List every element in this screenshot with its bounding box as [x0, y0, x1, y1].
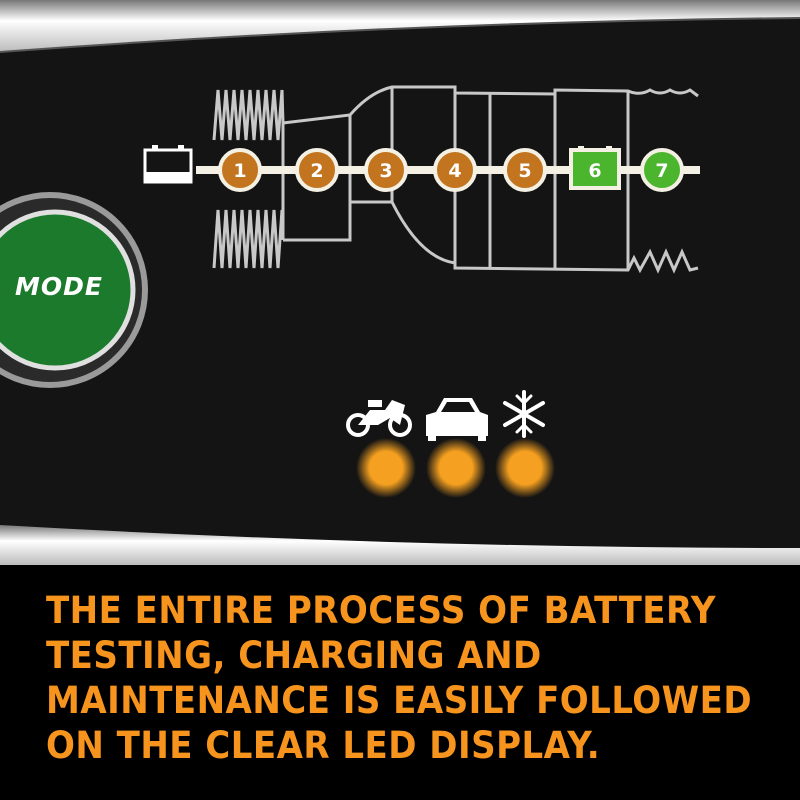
caption-line: THE ENTIRE PROCESS OF BATTERY: [46, 589, 716, 632]
led-cold: [495, 438, 555, 498]
step-6-indicator: 6: [569, 146, 621, 190]
caption-line: TESTING, CHARGING AND: [46, 634, 542, 677]
caption-line: ON THE CLEAR LED DISPLAY.: [46, 724, 601, 767]
chrome-top-edge: [0, 0, 800, 52]
charger-display-graphic: 1 2 3 4 5 6 7: [0, 0, 800, 565]
car-icon: [426, 398, 488, 441]
step-number: 3: [379, 160, 392, 182]
led-car: [426, 438, 486, 498]
step-1-indicator: 1: [218, 148, 262, 192]
charge-curve-outline: [212, 85, 699, 274]
step-3-indicator: 3: [364, 148, 408, 192]
step-2-indicator: 2: [295, 148, 339, 192]
mode-button[interactable]: [0, 209, 136, 371]
step-number: 6: [588, 160, 601, 182]
step-4-indicator: 4: [433, 148, 477, 192]
step-number: 2: [310, 160, 323, 182]
step-number: 5: [518, 160, 531, 182]
step-circle: [218, 148, 262, 192]
chrome-bottom-edge: [0, 525, 800, 565]
step-circle: [364, 148, 408, 192]
mode-leds: [356, 438, 555, 498]
mode-button-label[interactable]: MODE: [15, 272, 103, 301]
motorcycle-icon: [346, 400, 412, 437]
snowflake-icon: [503, 390, 545, 438]
step-circle: [640, 148, 684, 192]
step-5-indicator: 5: [503, 148, 547, 192]
step-number: 7: [655, 160, 668, 182]
battery-step-shape: [569, 148, 621, 190]
step-circle: [503, 148, 547, 192]
step-number: 1: [233, 160, 246, 182]
charger-panel: 1 2 3 4 5 6 7 MODE: [0, 0, 800, 565]
caption: THE ENTIRE PROCESS OF BATTERY TESTING, C…: [46, 588, 753, 768]
caption-line: MAINTENANCE IS EASILY FOLLOWED: [46, 679, 753, 722]
step-number: 4: [448, 160, 461, 182]
step-circle: [433, 148, 477, 192]
step-circle: [295, 148, 339, 192]
step-7-indicator: 7: [640, 148, 684, 192]
battery-icon: [143, 145, 193, 184]
led-motorcycle: [356, 438, 416, 498]
